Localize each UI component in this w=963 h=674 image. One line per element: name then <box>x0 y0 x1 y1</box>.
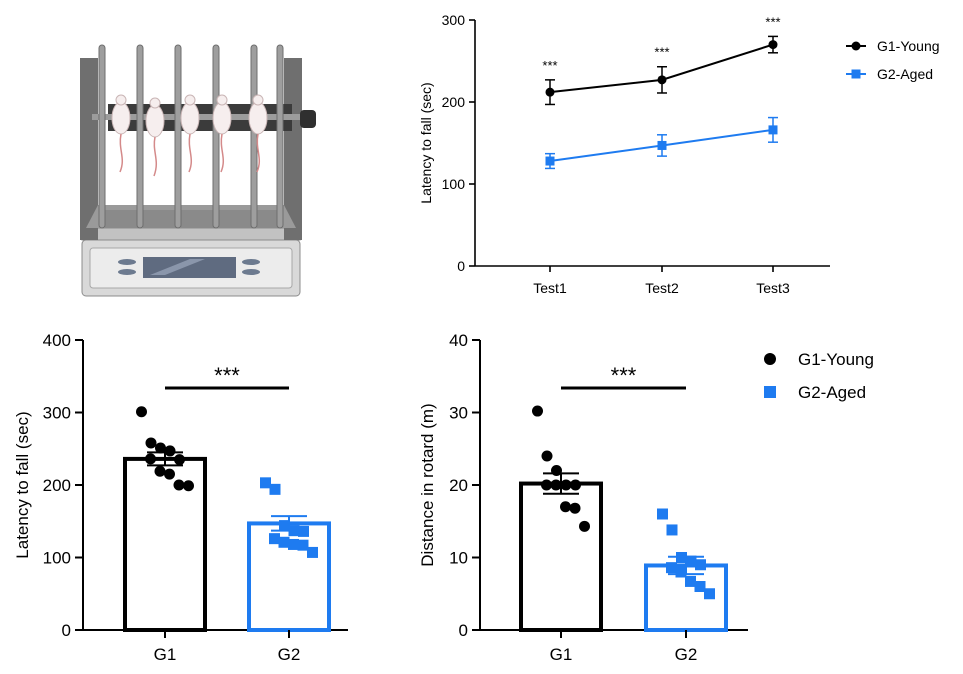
data-point <box>569 502 581 514</box>
data-point <box>297 539 309 551</box>
y-tick-label: 20 <box>449 476 468 495</box>
legend-label: G2-Aged <box>877 66 933 82</box>
x-tick-label: G2 <box>675 645 698 664</box>
data-point <box>164 468 175 480</box>
data-point <box>550 479 562 491</box>
y-axis-label: Distance in rotard (m) <box>418 403 437 566</box>
data-point <box>173 479 185 491</box>
data-point <box>541 450 553 462</box>
y-tick-label: 300 <box>442 12 466 28</box>
x-tick-label: G2 <box>278 645 301 664</box>
data-point <box>666 562 677 574</box>
data-point <box>278 536 290 548</box>
y-tick-label: 200 <box>442 94 466 110</box>
data-point <box>269 483 281 495</box>
data-point <box>685 555 697 567</box>
data-point <box>136 406 147 418</box>
legend-label: G1-Young <box>877 38 940 54</box>
x-tick-label: G1 <box>550 645 573 664</box>
x-tick-label: Test1 <box>533 280 567 296</box>
data-point <box>579 520 590 532</box>
data-point <box>164 445 176 457</box>
significance-label: *** <box>542 58 557 73</box>
significance-label: *** <box>654 45 669 60</box>
data-point <box>545 87 555 97</box>
y-tick-label: 400 <box>43 331 71 350</box>
data-point <box>154 465 166 477</box>
data-point <box>675 566 687 578</box>
y-tick-label: 0 <box>62 621 71 640</box>
data-point <box>695 559 706 571</box>
rotarod-illustration <box>80 44 316 297</box>
legend-label: G1-Young <box>798 350 874 369</box>
data-point <box>570 479 581 491</box>
y-tick-label: 0 <box>459 621 468 640</box>
y-tick-label: 30 <box>449 403 468 422</box>
legend-marker <box>851 69 861 79</box>
significance-label: *** <box>765 14 780 29</box>
data-point <box>269 533 280 545</box>
x-tick-label: Test2 <box>645 280 679 296</box>
data-point <box>657 75 667 85</box>
mouse-icon-4 <box>212 94 232 173</box>
y-tick-label: 0 <box>457 258 465 274</box>
mouse-icon-1 <box>111 94 131 173</box>
data-point <box>145 453 156 465</box>
y-tick-label: 200 <box>43 476 71 495</box>
y-tick-label: 300 <box>43 403 71 422</box>
data-point <box>532 405 543 417</box>
data-point <box>560 479 572 491</box>
data-point <box>685 575 696 587</box>
data-point <box>657 508 668 520</box>
data-point <box>288 538 299 550</box>
legend-marker <box>851 41 861 51</box>
y-axis-label: Latency to fall (sec) <box>13 411 32 558</box>
data-point <box>174 454 185 466</box>
data-point <box>694 581 706 592</box>
data-point <box>666 524 678 536</box>
data-point <box>307 546 318 558</box>
significance-label: *** <box>214 363 240 388</box>
x-tick-label: Test3 <box>756 280 790 296</box>
legend-marker <box>764 386 776 398</box>
data-point <box>704 588 715 600</box>
data-point <box>279 520 290 532</box>
y-tick-label: 10 <box>449 548 468 567</box>
data-point <box>768 125 778 135</box>
data-point <box>545 156 555 166</box>
y-tick-label: 100 <box>442 176 466 192</box>
mouse-icon-5 <box>248 94 268 173</box>
significance-label: *** <box>611 363 637 388</box>
data-point <box>541 479 552 491</box>
y-tick-label: 40 <box>449 331 468 350</box>
x-tick-label: G1 <box>154 645 177 664</box>
data-point <box>145 437 157 449</box>
legend-label: G2-Aged <box>798 383 866 402</box>
data-point <box>768 40 778 50</box>
data-point <box>657 140 667 150</box>
data-point <box>560 501 571 513</box>
data-point <box>155 442 166 454</box>
data-point <box>260 477 271 489</box>
data-point <box>183 480 194 492</box>
mouse-icon-3 <box>180 94 200 173</box>
mouse-icon-2 <box>145 97 165 177</box>
legend-marker <box>764 353 776 365</box>
y-axis-label: Latency to fall (sec) <box>418 82 434 203</box>
y-tick-label: 100 <box>43 548 71 567</box>
